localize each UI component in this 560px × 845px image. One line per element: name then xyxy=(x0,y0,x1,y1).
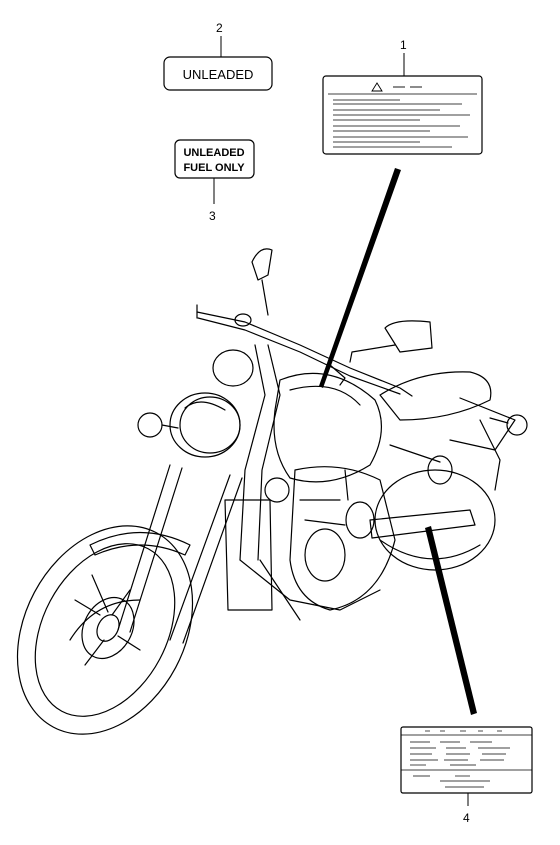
mirrors xyxy=(251,248,433,363)
headlight xyxy=(169,392,241,458)
part-3-fuel-only-label: UNLEADED FUEL ONLY 3 xyxy=(174,139,255,223)
callout-2-number: 2 xyxy=(216,21,223,35)
front-right-turn-signal xyxy=(264,477,290,503)
front-left-turn-signal xyxy=(137,412,163,438)
rear-turn-signal xyxy=(506,414,528,436)
speedometer xyxy=(212,349,254,387)
unleaded-label-plate xyxy=(163,56,273,91)
warning-text-lines xyxy=(333,99,470,148)
handlebar xyxy=(196,304,413,397)
front-fender xyxy=(89,532,191,556)
fuel-only-label-line1: UNLEADED xyxy=(183,147,244,159)
radiator xyxy=(224,499,273,611)
front-forks xyxy=(117,464,243,644)
warning-label-pointer xyxy=(319,168,401,388)
callout-4-number: 4 xyxy=(463,811,470,825)
info-label-pointer xyxy=(425,526,477,715)
rear-fender xyxy=(449,397,516,451)
warning-triangle-icon xyxy=(371,82,383,92)
seat xyxy=(379,371,492,421)
part-4-info-label: 4 xyxy=(400,526,533,825)
fuel-tank xyxy=(273,372,383,483)
callout-3-number: 3 xyxy=(209,209,216,223)
swingarm xyxy=(369,509,476,539)
motorcycle-illustration xyxy=(16,248,528,735)
frame xyxy=(239,344,381,621)
fuel-only-label-line2: FUEL ONLY xyxy=(183,162,245,174)
front-wheel xyxy=(16,525,194,735)
part-1-warning-label: 1 xyxy=(319,38,483,388)
unleaded-label-text: UNLEADED xyxy=(183,67,254,82)
info-text-lines xyxy=(410,730,510,788)
callout-1-number: 1 xyxy=(400,38,407,52)
part-2-unleaded-label: 2 UNLEADED xyxy=(163,21,273,91)
